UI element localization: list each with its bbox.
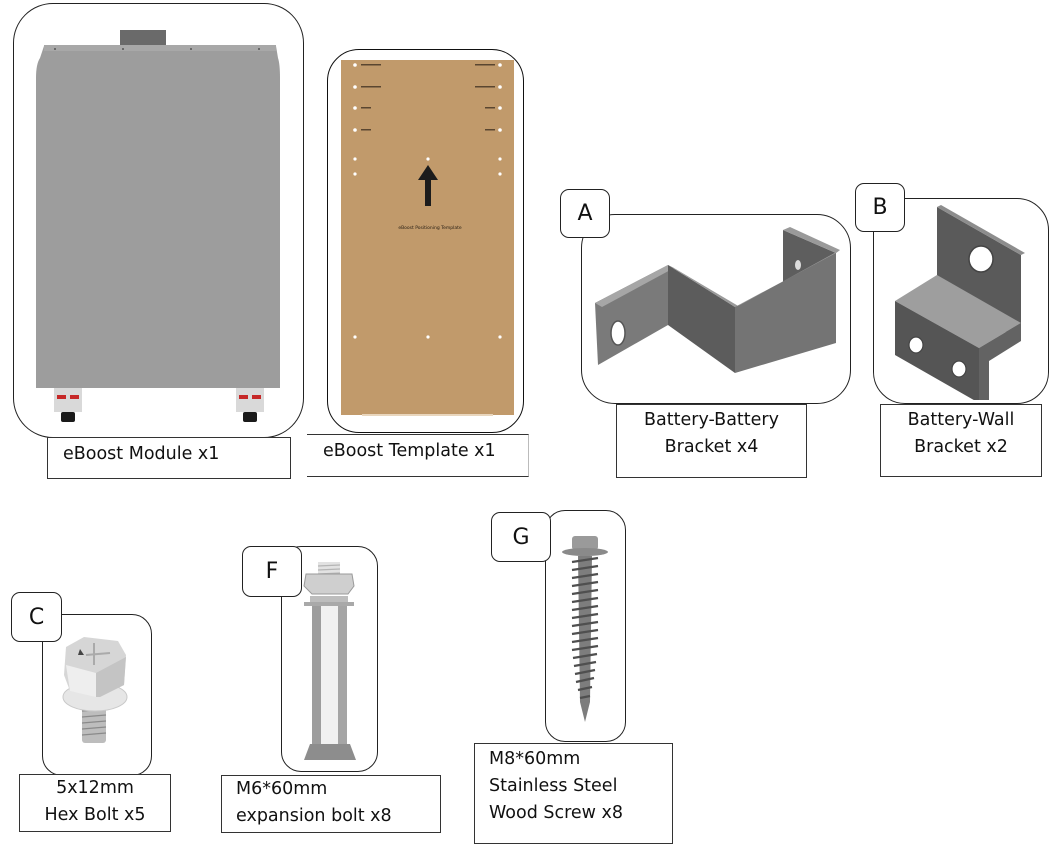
wood-screw-caption-line-3: Wood Screw x8 bbox=[489, 803, 624, 823]
bracket-a-letter-badge: A bbox=[560, 189, 610, 238]
template-caption: eBoost Template x1 bbox=[307, 434, 529, 477]
wood-screw-caption-line-1: M8*60mm bbox=[489, 749, 581, 769]
wood-screw-caption-line-2: Stainless Steel bbox=[489, 776, 618, 796]
battery-battery-bracket-image bbox=[590, 225, 840, 375]
bracket-a-letter: A bbox=[577, 201, 593, 226]
up-arrow-icon bbox=[418, 165, 438, 206]
bracket-b-letter-badge: B bbox=[855, 183, 905, 232]
hex-bolt-image bbox=[60, 635, 135, 750]
template-center-label: eBoost Positioning Template bbox=[398, 226, 462, 231]
positioning-template-image bbox=[341, 60, 515, 418]
expansion-bolt-caption: M6*60mm expansion bolt x8 bbox=[221, 775, 441, 833]
bracket-a-caption: Battery-Battery Bracket x4 bbox=[616, 404, 807, 478]
wood-screw-letter: G bbox=[512, 524, 530, 550]
wood-screw-letter-badge: G bbox=[491, 512, 551, 562]
battery-wall-bracket-image bbox=[893, 205, 1033, 400]
bracket-a-caption-line-1: Battery-Battery bbox=[644, 410, 779, 430]
hex-bolt-caption: 5x12mm Hex Bolt x5 bbox=[19, 774, 171, 832]
battery-module-image bbox=[30, 28, 290, 428]
bracket-b-letter: B bbox=[872, 195, 888, 220]
bracket-b-caption-line-1: Battery-Wall bbox=[907, 410, 1015, 430]
expansion-bolt-letter: F bbox=[265, 559, 279, 584]
hex-bolt-caption-line-2: Hex Bolt x5 bbox=[44, 805, 146, 825]
expansion-bolt-letter-badge: F bbox=[242, 546, 302, 597]
expansion-bolt-caption-line-1: M6*60mm bbox=[236, 779, 328, 799]
wood-screw-caption: M8*60mm Stainless Steel Wood Screw x8 bbox=[474, 743, 673, 844]
hex-bolt-caption-line-1: 5x12mm bbox=[56, 778, 134, 798]
expansion-bolt-caption-line-2: expansion bolt x8 bbox=[236, 806, 392, 826]
wood-screw-image bbox=[558, 532, 614, 727]
template-caption-line: eBoost Template x1 bbox=[323, 441, 496, 461]
right-foot-icon bbox=[236, 388, 264, 422]
module-caption: eBoost Module x1 bbox=[47, 437, 291, 479]
expansion-bolt-image bbox=[300, 560, 360, 768]
left-foot-icon bbox=[54, 388, 82, 422]
bracket-b-caption-line-2: Bracket x2 bbox=[914, 437, 1008, 457]
module-caption-line: eBoost Module x1 bbox=[63, 444, 220, 464]
hex-bolt-letter-badge: C bbox=[11, 592, 62, 642]
bracket-a-caption-line-2: Bracket x4 bbox=[664, 437, 759, 457]
bracket-b-caption: Battery-Wall Bracket x2 bbox=[880, 404, 1042, 477]
hex-bolt-letter: C bbox=[28, 604, 45, 630]
